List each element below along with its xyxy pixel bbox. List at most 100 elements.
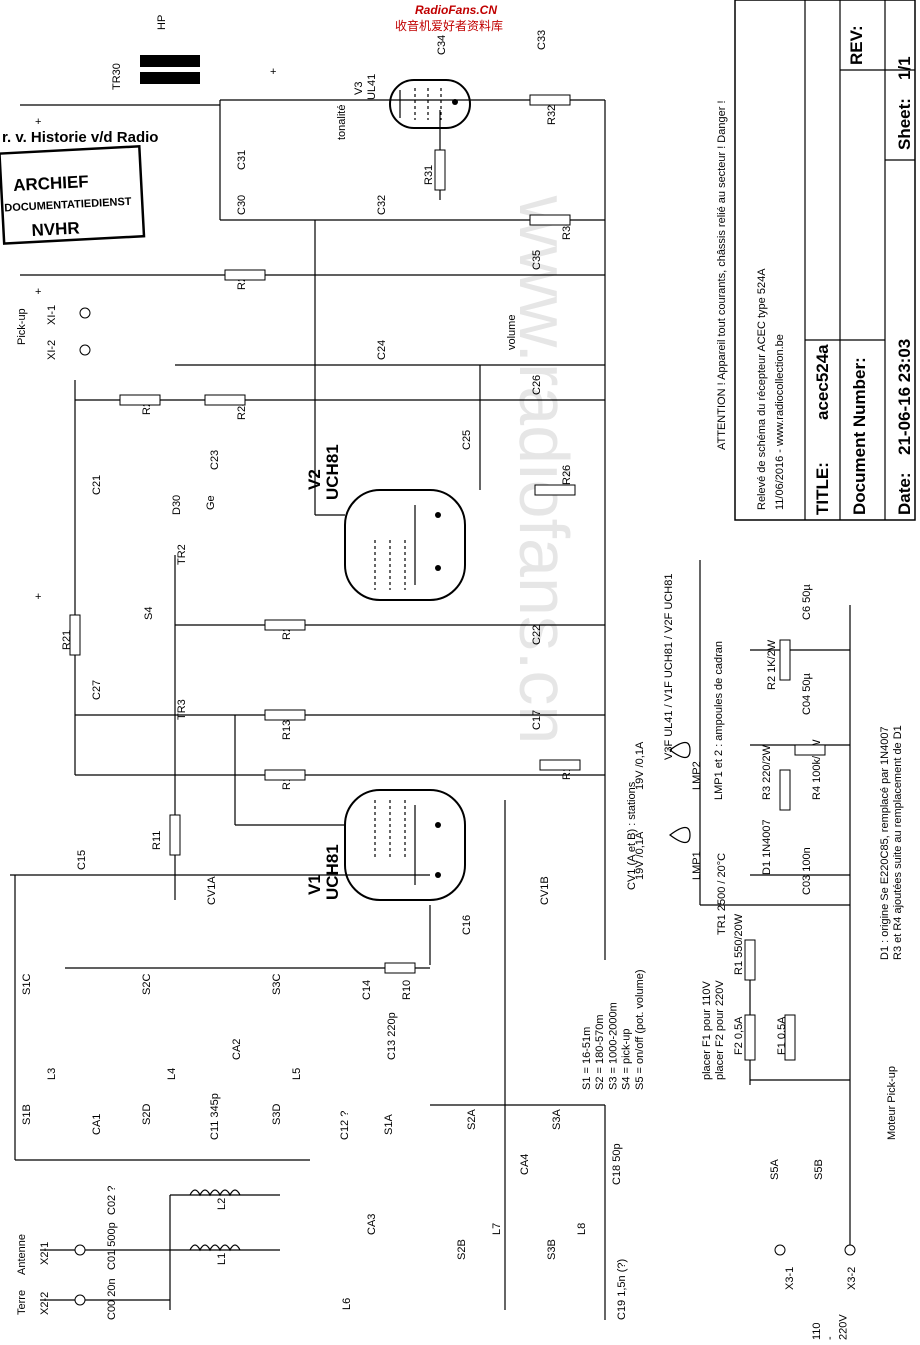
tube-v2: V2 UCH81 (305, 444, 466, 601)
c11-label: C11 345p (209, 1093, 221, 1140)
rev-label: REV: (847, 25, 866, 65)
lmp1-label: LMP1 (691, 851, 703, 880)
c26-label: C26 (531, 375, 543, 395)
stamp-archief: ARCHIEF DOCUMENTATIEDIENST NVHR (0, 144, 146, 245)
c33-label: C33 (536, 30, 548, 50)
tr3-label: TR3 (176, 699, 188, 720)
c19-label: C19 1,5n (?) (616, 1259, 628, 1320)
sheet-label: Sheet: (895, 98, 914, 150)
tr30-label: TR30 (111, 63, 123, 90)
s1c-label: S1C (21, 974, 33, 995)
title-block: REV: Sheet: 1/1 TITLE: acec524a Document… (716, 0, 916, 521)
s5a-label: S5A (769, 1159, 781, 1180)
plus-mid-2: + (35, 591, 41, 603)
c31-label: C31 (236, 150, 248, 170)
s3a-label: S3A (551, 1109, 563, 1130)
stamp-nvhr: NVHR (31, 219, 80, 240)
s1b-label: S1B (21, 1104, 33, 1125)
tr2-label: TR2 (176, 544, 188, 565)
terre-label: Terre (16, 1290, 28, 1315)
r3-label: R3 220/2W (761, 744, 773, 800)
d1-label: D1 1N4007 (761, 819, 773, 875)
moteur-label: Moteur Pick-up (886, 1066, 898, 1140)
v3-ref: V3 (353, 82, 365, 95)
l6-label: L6 (341, 1298, 353, 1310)
power-labels: V3F UL41 / V1F UCH81 / V2F UCH81 LMP1 et… (634, 574, 904, 1340)
s2b-label: S2B (456, 1239, 468, 1260)
s3b-label: S3B (546, 1239, 558, 1260)
s2a-label: S2A (466, 1109, 478, 1130)
title-value: acec524a (813, 344, 832, 420)
x2-2-label: X2-2 (39, 1292, 51, 1315)
ca2-label: CA2 (231, 1039, 243, 1060)
s3c-label: S3C (271, 974, 283, 995)
c21-label: C21 (91, 475, 103, 495)
x2-1-label: X2-1 (39, 1242, 51, 1265)
d1-note: D1 : origine Se E220C85, remplacé par 1N… (879, 725, 904, 960)
c13-label: C13 220p (386, 1012, 398, 1060)
date-value: 21-06-16 23:03 (895, 339, 914, 455)
sheet-value: 1/1 (895, 56, 914, 80)
mains-volt-label: 110-220V (811, 1314, 849, 1340)
plus-mid-1: + (35, 286, 41, 298)
f2-label: F2 0,5A (733, 1016, 745, 1055)
stamp-dienst: DOCUMENTATIEDIENST (4, 196, 132, 215)
r26-label: R26 (561, 465, 573, 485)
c23-label: C23 (209, 450, 221, 470)
plus-top-1: + (270, 66, 276, 78)
v2-ref: V2 (305, 469, 324, 490)
s4-label: S4 (143, 607, 155, 620)
s5b-label: S5B (813, 1159, 825, 1180)
s-list: S1 = 16-51mS2 = 180-570mS3 = 1000-2000mS… (581, 969, 646, 1090)
tube-v3: V3 UL41 (353, 74, 471, 129)
l8-label: L8 (576, 1223, 588, 1235)
c30-label: C30 (236, 195, 248, 215)
cv1a-label: CV1A (206, 876, 218, 905)
c04-label: C04 50µ (801, 673, 813, 715)
x3-1-label: X3-1 (784, 1267, 796, 1290)
c32-label: C32 (376, 195, 388, 215)
c18-label: C18 50p (611, 1143, 623, 1185)
site-slogan: 收音机爱好者资料库 (395, 18, 503, 33)
plus-top-2: + (35, 116, 41, 128)
pickup-label: Pick-up (16, 308, 28, 345)
stamp-archief-title: ARCHIEF (13, 172, 89, 195)
c27-label: C27 (91, 680, 103, 700)
l3-label: L3 (46, 1068, 58, 1080)
c25-label: C25 (461, 430, 473, 450)
v3-type: UL41 (366, 74, 378, 100)
l7-label: L7 (491, 1223, 503, 1235)
component-glyphs (69, 94, 856, 1306)
c6-label: C6 50µ (801, 584, 813, 620)
lmp-val-2: 19V /0,1A (634, 741, 646, 790)
tube-v1: V1 UCH81 (305, 789, 466, 901)
tonalite-label: tonalité (336, 105, 348, 140)
title-label: TITLE: (813, 462, 832, 515)
date-label: Date: (895, 472, 914, 515)
c35-label: C35 (531, 250, 543, 270)
l1-label: L1 (216, 1253, 228, 1265)
volume-label: volume (506, 315, 518, 350)
hp-label: HP (156, 15, 168, 30)
cv1b-label: CV1B (539, 876, 551, 905)
output-transformer: HP TR30 (111, 15, 200, 90)
c01-label: C01 500p (106, 1222, 118, 1270)
l2-label: L2 (216, 1198, 228, 1210)
c14-label: C14 (361, 980, 373, 1000)
site-name: RadioFans.CN (415, 3, 497, 17)
xi1-label: XI-1 (46, 305, 58, 325)
cv-note: CV1 (A et B) : stations (626, 781, 638, 890)
d30-label: D30 (171, 495, 183, 515)
ge-label: Ge (205, 495, 217, 510)
v1-type: UCH81 (323, 844, 342, 900)
ca1-label: CA1 (91, 1114, 103, 1135)
tr1-label: TR1 2500 / 20°C (716, 853, 728, 935)
watermark: www.radiofans.cn (505, 195, 583, 745)
x3-2-label: X3-2 (846, 1267, 858, 1290)
v1-ref: V1 (305, 874, 324, 895)
r10-label: R10 (401, 980, 413, 1000)
s3d-label: S3D (271, 1104, 283, 1125)
s2d-label: S2D (141, 1104, 153, 1125)
fuse-note: placer F1 pour 110Vplacer F2 pour 220V (701, 980, 726, 1080)
note-1: Relevé de schéma du récepteur ACEC type … (756, 268, 768, 510)
